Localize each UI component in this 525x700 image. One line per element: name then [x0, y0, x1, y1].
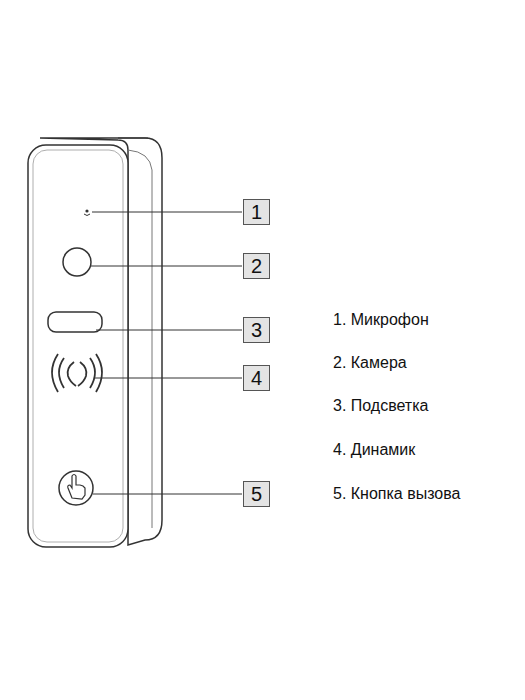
- panel-front: [28, 145, 128, 547]
- callout-number: 4: [251, 368, 262, 388]
- call-button: [59, 471, 93, 505]
- part-name: 1. Микрофон: [333, 310, 429, 329]
- callout-number: 5: [251, 484, 262, 504]
- callout-number: 3: [251, 320, 262, 340]
- shell-edge: [118, 138, 148, 139]
- hand-icon: [68, 475, 85, 500]
- microphone-mark: [84, 214, 90, 216]
- callout-box: 5: [243, 481, 270, 507]
- callout-box: 3: [243, 317, 270, 343]
- callout-box: 1: [243, 199, 270, 225]
- shell-edge: [128, 150, 152, 528]
- panel-bevel: [33, 150, 123, 542]
- callout-number: 2: [251, 256, 262, 276]
- camera-lens: [63, 248, 91, 276]
- part-name: 5. Кнопка вызова: [333, 484, 460, 503]
- part-name: 3. Подсветка: [333, 396, 428, 415]
- callout-box: 4: [243, 365, 270, 391]
- callout-box: 2: [243, 253, 270, 279]
- part-name: 4. Динамик: [333, 440, 415, 459]
- microphone-hole: [85, 209, 88, 212]
- light-slot: [48, 312, 102, 332]
- part-name: 2. Камера: [333, 353, 407, 372]
- speaker-icon: [52, 354, 102, 392]
- leader-lines: [91, 212, 242, 494]
- callout-number: 1: [251, 202, 262, 222]
